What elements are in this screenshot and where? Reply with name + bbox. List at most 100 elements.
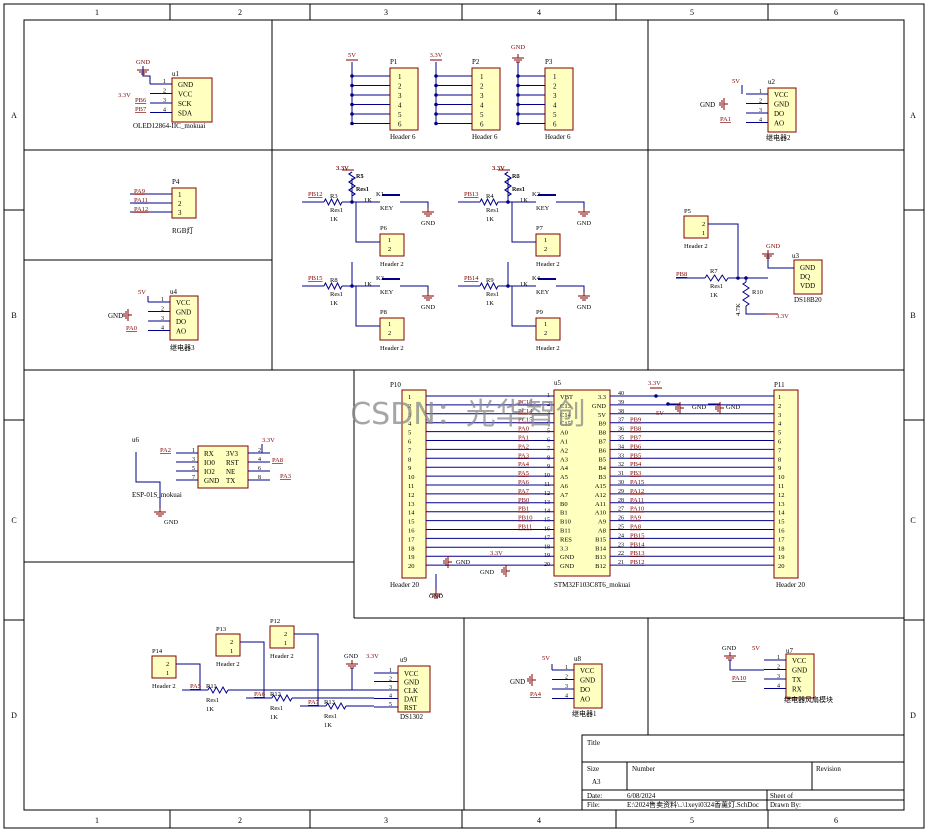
power-label: GND (164, 519, 178, 526)
pin-name: 1 (284, 640, 287, 647)
resistor (348, 171, 356, 197)
frame-row-label: A (910, 111, 916, 120)
net-label: PC13 (518, 399, 532, 406)
frame-col-label: 1 (95, 8, 99, 17)
power-label: GND (480, 569, 494, 576)
pin-number: 14 (778, 510, 785, 517)
power-label: GND (421, 304, 435, 311)
power-label: 3.3V (492, 165, 505, 172)
value-label: KEY (380, 289, 394, 296)
pin-name: B11 (560, 528, 571, 535)
pin-number: 3 (163, 98, 166, 104)
pin-number: 3 (389, 685, 392, 691)
resistor (207, 685, 229, 695)
wire (176, 663, 201, 690)
frame-row-label: C (910, 516, 915, 525)
pin-number: 2 (777, 665, 780, 671)
component-name: Header 2 (380, 345, 404, 352)
ref-label: P2 (472, 58, 480, 66)
net-label: PB15 (630, 532, 644, 539)
pin-number: 2 (163, 89, 166, 95)
ref-label: R2 (512, 173, 520, 180)
pin-number: 15 (778, 519, 785, 526)
pin-name: VCC (792, 657, 807, 665)
net-label: PB13 (464, 191, 478, 198)
power-label: GND (510, 678, 525, 686)
pin-number: 8 (408, 456, 411, 463)
power-label: GND (766, 243, 780, 250)
net-label: PA2 (160, 447, 171, 454)
pin-name: A1 (560, 439, 568, 446)
pin-number: 4 (777, 684, 780, 690)
pin-name: B0 (560, 501, 568, 508)
net-label: PA9 (630, 515, 641, 522)
net-label: PB7 (630, 435, 642, 442)
pin-number: 35 (618, 436, 624, 442)
ref-label: P6 (380, 225, 388, 232)
pin-name: TX (792, 676, 801, 684)
pin-name: 6 (398, 121, 402, 129)
pin-name: RX (792, 686, 802, 694)
ref-label: R13 (324, 699, 335, 706)
net-label: PB14 (630, 541, 645, 548)
net-label: PA8 (272, 457, 283, 464)
pin-name: DO (774, 110, 784, 118)
pin-name: 2 (178, 200, 182, 208)
power-label: 3.3V (430, 52, 443, 59)
pin-number: 25 (618, 525, 624, 531)
pin-name: B14 (595, 545, 607, 552)
frame-col-label: 4 (537, 8, 541, 17)
ref-label: u6 (132, 436, 140, 444)
net-label: PB4 (630, 461, 642, 468)
ground-symbol (501, 565, 510, 577)
net-label: PB15 (308, 275, 322, 282)
pin-number: 10 (408, 474, 415, 481)
value-label: 1K (270, 714, 278, 721)
ground-symbol (443, 556, 452, 568)
power-label: 5V (656, 410, 664, 417)
pin-number: 16 (408, 528, 415, 535)
ref-label: u3 (792, 252, 800, 260)
header-body (379, 233, 405, 257)
frame-col-label: 6 (834, 816, 838, 825)
pin-number: 24 (618, 533, 624, 539)
pin-name: 2 (702, 221, 705, 228)
sheet-label: Sheet of (770, 792, 794, 800)
pin-number: 21 (618, 560, 624, 566)
pin-name: 5 (480, 111, 484, 119)
net-label: PA0 (126, 325, 137, 332)
pin-number: 3 (759, 108, 762, 114)
net-label: PC15 (518, 417, 532, 424)
header-body (389, 67, 419, 131)
ref-label: K4 (532, 275, 541, 282)
pin-name: B1 (560, 510, 568, 517)
pin-name: 1 (178, 191, 182, 199)
pin-name: DAT (404, 696, 418, 704)
pin-name: A15 (595, 483, 606, 490)
net-label: PA0 (518, 426, 529, 433)
value-label: 1K (486, 300, 494, 307)
pin-name: 3V3 (226, 450, 239, 458)
net-label: PB11 (518, 524, 532, 531)
pin-name: IO2 (204, 468, 215, 476)
frame-col-label: 3 (384, 816, 388, 825)
pin-name: 1 (480, 73, 484, 81)
power-label: GND (577, 304, 591, 311)
net-label: PA6 (518, 479, 530, 486)
pin-number: 1 (565, 665, 568, 671)
pin-number: 8 (258, 475, 261, 481)
component-name: 继电器2 (766, 133, 791, 142)
size-value: A3 (592, 778, 601, 786)
pin-name: B6 (598, 447, 606, 454)
component-name: 继电器风扇模块 (784, 695, 833, 704)
component-name: Header 2 (536, 345, 560, 352)
value-label: Res1 (486, 207, 499, 214)
header-body (683, 215, 709, 239)
ref-label: R10 (752, 289, 763, 296)
power-label: 5V (732, 78, 740, 85)
wire (708, 223, 739, 276)
value-label: 1K (330, 300, 338, 307)
ref-label: P5 (684, 208, 691, 215)
net-label: PA10 (630, 506, 644, 513)
